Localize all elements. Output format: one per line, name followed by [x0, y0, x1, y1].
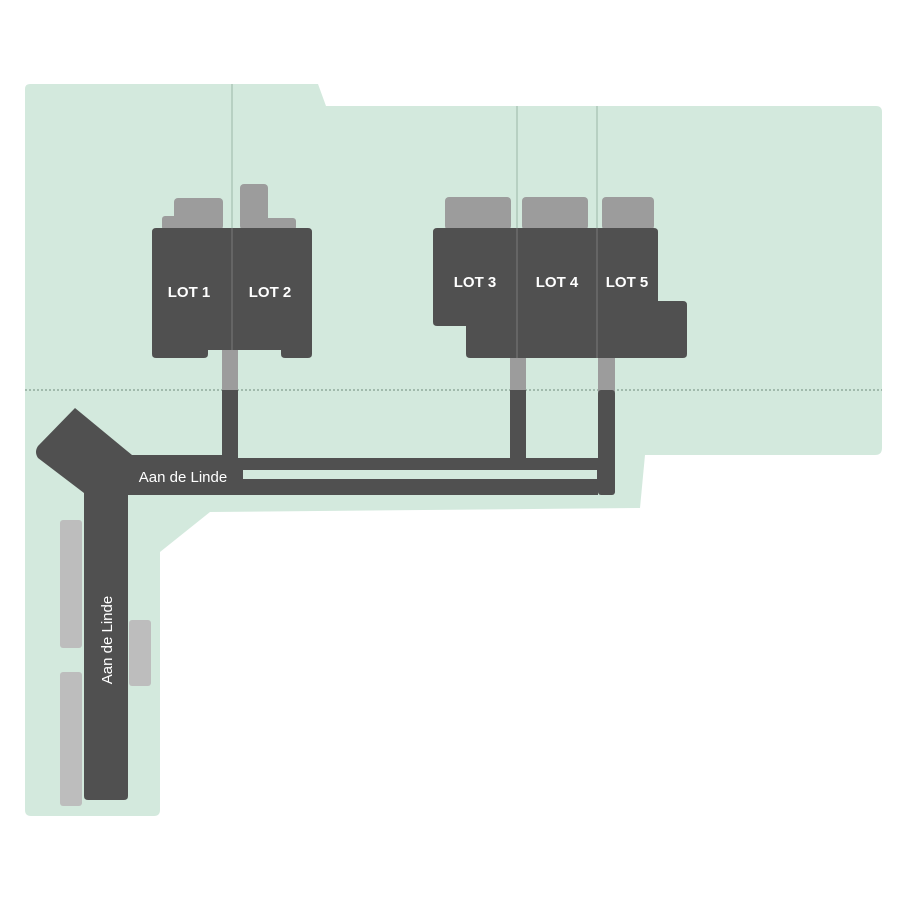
building-lots-3-5	[433, 228, 687, 358]
annex-lot-2b	[262, 218, 296, 230]
lot-2-label[interactable]: LOT 2	[249, 284, 292, 301]
driveway	[510, 350, 526, 392]
street-label-vertical: Aan de Linde	[99, 596, 116, 684]
road-median	[243, 470, 597, 479]
annex-lot-2	[240, 184, 268, 230]
parking-strip	[60, 672, 82, 806]
street-label-horizontal: Aan de Linde	[139, 469, 227, 486]
road-network	[36, 390, 615, 800]
lot-4-label[interactable]: LOT 4	[536, 274, 579, 291]
driveway	[222, 350, 238, 392]
lot-3-label[interactable]: LOT 3	[454, 274, 497, 291]
parking-strip	[129, 620, 151, 686]
plot-area	[25, 84, 882, 816]
lot-5-label[interactable]: LOT 5	[606, 274, 649, 291]
parking-strip	[60, 520, 82, 648]
annex-lot-1b	[162, 216, 182, 230]
driveway	[598, 350, 615, 392]
annex-lot-1	[174, 198, 223, 230]
annex-lot-4	[522, 197, 588, 230]
annex-lot-5	[602, 197, 654, 230]
lot-1-label[interactable]: LOT 1	[168, 284, 211, 301]
annex-lot-3	[445, 197, 511, 230]
